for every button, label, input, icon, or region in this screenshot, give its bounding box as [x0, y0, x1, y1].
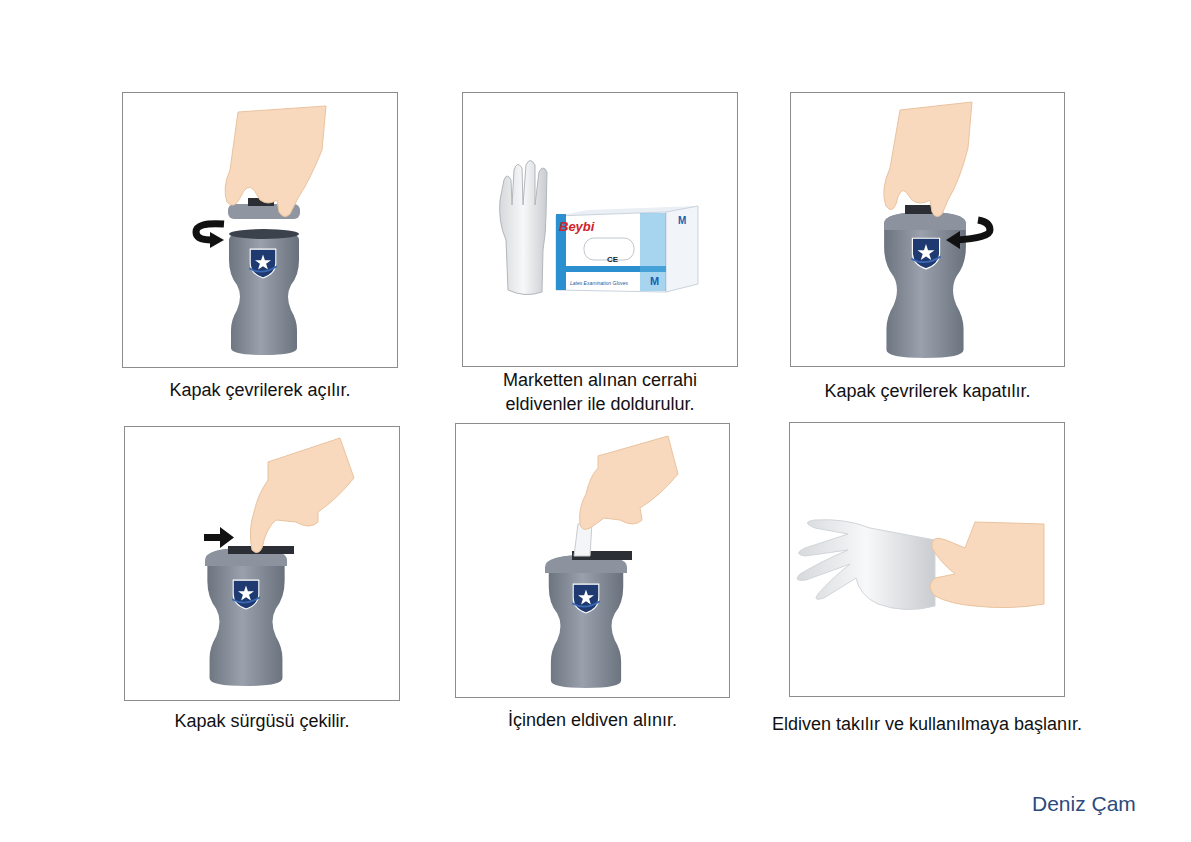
logo — [249, 249, 277, 278]
author-name: Deniz Çam — [1032, 793, 1136, 814]
glove — [797, 520, 935, 610]
step-panel: Marketten alınan cerrahi eldivenler ile … — [462, 92, 738, 367]
step-panel: Eldiven takılır ve kullanılmaya başlanır… — [789, 422, 1065, 697]
open-can-figure — [196, 106, 326, 355]
arrow-head — [946, 231, 960, 249]
step-caption: Kapak çevrilerek açılır. — [169, 379, 350, 403]
box-stripe — [640, 213, 666, 291]
glove — [500, 161, 547, 295]
package-text: Beybi — [559, 220, 594, 233]
step-panel: Kapak sürgüsü çekilir. — [124, 426, 400, 701]
step-caption: Eldiven takılır ve kullanılmaya başlanır… — [772, 713, 1082, 737]
glove-and-box — [500, 161, 698, 295]
package-text: CE — [607, 256, 618, 264]
arrow-head — [210, 232, 224, 248]
close-can-figure — [884, 102, 990, 358]
logo — [232, 580, 260, 609]
turn-arrow — [956, 220, 990, 240]
take-glove-figure — [545, 436, 678, 688]
arrow-head — [220, 527, 234, 548]
wear-glove-figure — [797, 520, 1044, 610]
box-side — [666, 206, 698, 292]
slider-can-figure — [204, 438, 354, 686]
hand — [580, 436, 678, 529]
step-panel: Kapak çevrilerek kapatılır. — [790, 92, 1065, 367]
lid-slider — [905, 205, 935, 214]
can-body — [884, 212, 966, 358]
hand — [225, 106, 326, 217]
step-caption: Kapak sürgüsü çekilir. — [174, 710, 349, 734]
package-text: M — [650, 276, 659, 287]
box-front — [556, 212, 666, 292]
logo — [572, 584, 600, 613]
can-opening — [229, 229, 299, 239]
lid — [884, 212, 966, 230]
can-body — [229, 230, 299, 355]
step-caption: Marketten alınan cerrahi eldivenler ile … — [484, 369, 716, 417]
logo — [911, 238, 940, 269]
step-caption: Kapak çevrilerek kapatılır. — [824, 380, 1030, 404]
package-text: M — [678, 216, 686, 226]
can-body — [549, 555, 623, 688]
hand — [884, 102, 972, 217]
hand — [250, 438, 354, 553]
step-caption: İçinden eldiven alınır. — [508, 709, 677, 733]
package-text: Latex Examination Gloves — [570, 281, 628, 286]
step-panel: İçinden eldiven alınır. — [455, 423, 730, 698]
step-panel: Kapak çevrilerek açılır. — [122, 92, 398, 368]
pull-arrow — [204, 534, 222, 541]
hand — [930, 522, 1044, 608]
can-body — [207, 548, 284, 686]
